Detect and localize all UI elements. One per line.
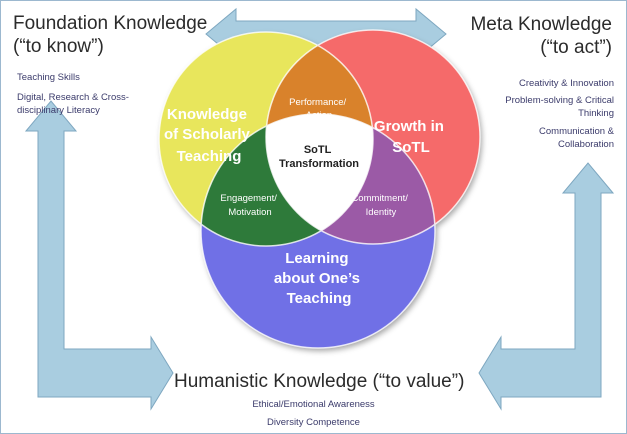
meta-items: Creativity & Innovation Problem-solving …	[505, 78, 614, 150]
center-label: SoTL Transformation	[279, 144, 359, 170]
foundation-items: Teaching Skills Digital, Research & Cros…	[17, 72, 129, 116]
left-label: Engagement/ Motivation	[220, 193, 279, 218]
red-label: Growth in SoTL	[374, 118, 448, 156]
meta-title: Meta Knowledge (“to act”)	[470, 14, 612, 58]
top-label: Performance/ Action	[289, 97, 349, 121]
humanistic-items: Ethical/Emotional Awareness Diversity Co…	[252, 399, 375, 428]
blue-label: Learning about One’s Teaching	[274, 250, 364, 307]
left-bent-arrow	[24, 100, 174, 411]
left-intersection	[201, 114, 373, 246]
right-label: Commitment/ Identity	[351, 193, 410, 218]
humanistic-title: Humanistic Knowledge (“to value”)	[174, 371, 465, 392]
right-bent-arrow	[478, 162, 615, 411]
yellow-label: Knowledge of Scholarly Teaching	[164, 106, 254, 165]
foundation-title: Foundation Knowledge (“to know”)	[13, 13, 208, 57]
